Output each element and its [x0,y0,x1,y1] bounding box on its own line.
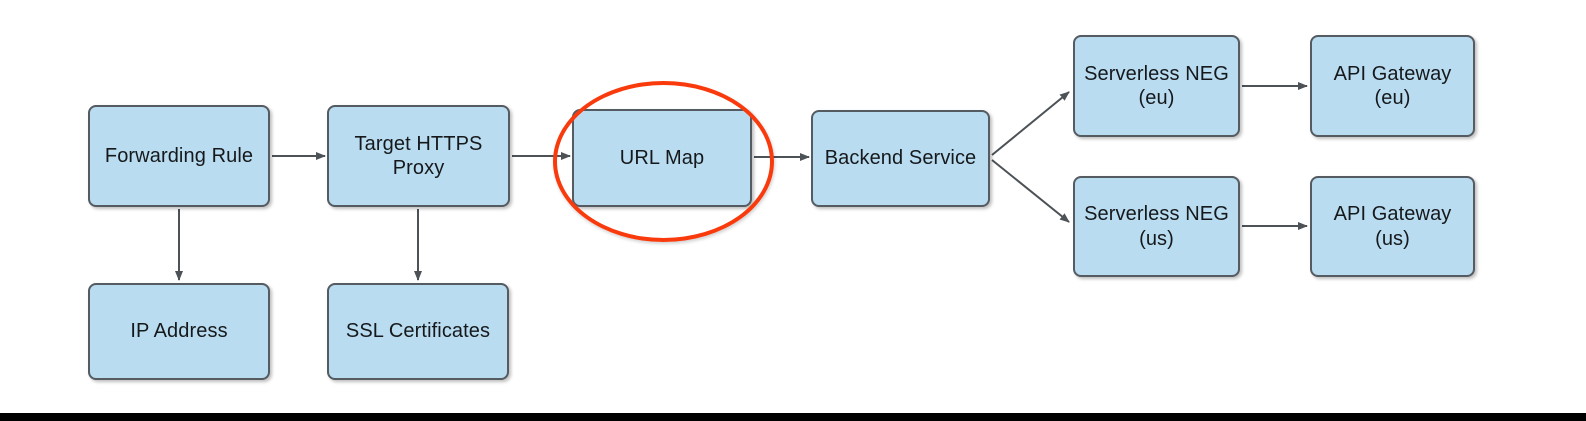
edge-backend-service-to-serverless-neg-us [991,159,1070,223]
node-label-target-https-proxy: Target HTTPS Proxy [354,132,483,179]
node-serverless-neg-eu[interactable]: Serverless NEG (eu) [1073,35,1240,137]
node-label-serverless-neg-eu: Serverless NEG (eu) [1084,62,1229,109]
node-label-ip-address: IP Address [130,320,228,343]
node-label-backend-service: Backend Service [824,147,977,170]
node-forwarding-rule[interactable]: Forwarding Rule [88,105,270,207]
node-label-serverless-neg-us: Serverless NEG (us) [1084,203,1229,250]
node-ip-address[interactable]: IP Address [88,283,270,380]
node-label-forwarding-rule: Forwarding Rule [104,144,254,167]
node-api-gateway-us[interactable]: API Gateway (us) [1310,176,1475,277]
bottom-bar [0,413,1586,421]
edge-backend-service-to-serverless-neg-eu [991,91,1070,156]
node-api-gateway-eu[interactable]: API Gateway (eu) [1310,35,1475,137]
node-label-api-gateway-eu: API Gateway (eu) [1333,62,1452,109]
node-ssl-certificates[interactable]: SSL Certificates [327,283,509,380]
node-label-ssl-certificates: SSL Certificates [345,320,491,343]
node-serverless-neg-us[interactable]: Serverless NEG (us) [1073,176,1240,277]
node-label-api-gateway-us: API Gateway (us) [1333,203,1452,250]
node-target-https-proxy[interactable]: Target HTTPS Proxy [327,105,510,207]
node-backend-service[interactable]: Backend Service [811,110,990,207]
url-map-highlight-ellipse [553,81,774,242]
